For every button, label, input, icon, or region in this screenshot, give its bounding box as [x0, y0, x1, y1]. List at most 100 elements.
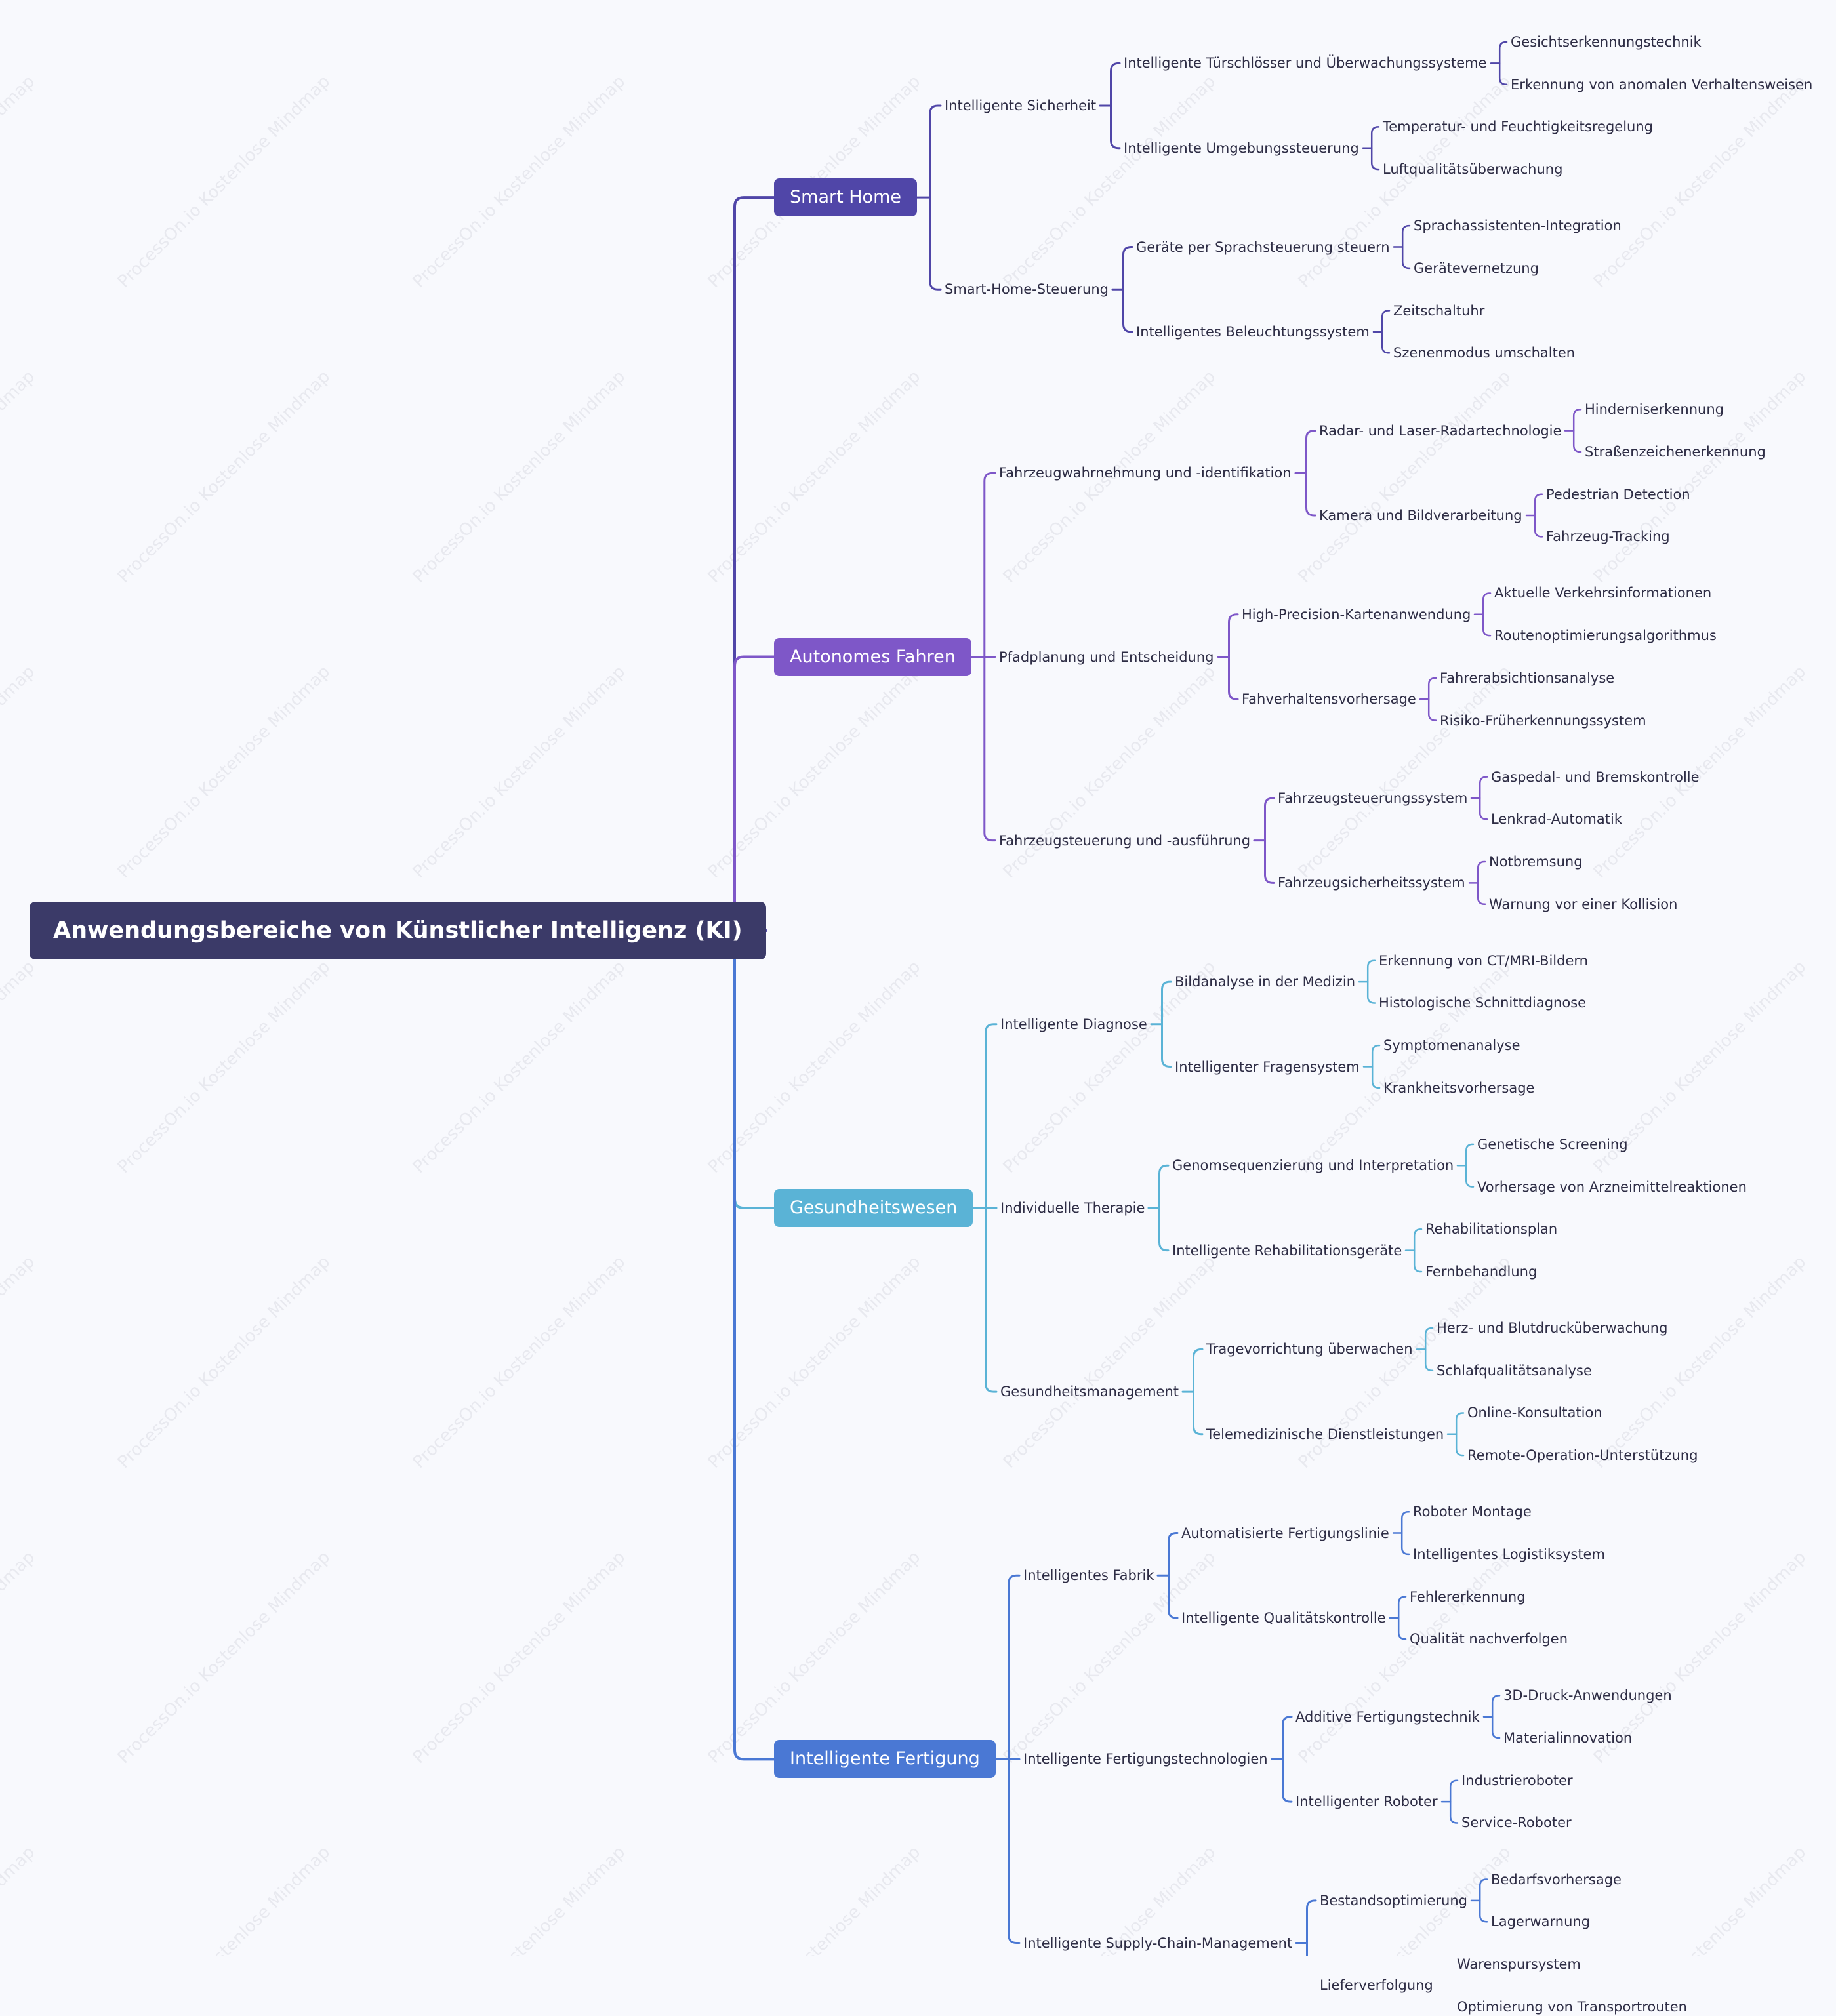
leaf-herz-und-blutdruckuberwachung[interactable]: Herz- und Blutdrucküberwachung	[1437, 1320, 1668, 1337]
node-individuelle-therapie[interactable]: Individuelle Therapie	[1000, 1200, 1145, 1216]
leaf-bedarfsvorhersage[interactable]: Bedarfsvorhersage	[1491, 1871, 1622, 1887]
leaf-roboter-montage[interactable]: Roboter Montage	[1413, 1504, 1532, 1520]
leaf-remote-operation-unterstutzung[interactable]: Remote-Operation-Unterstützung	[1467, 1447, 1698, 1464]
node-high-precision-kartenanwendung[interactable]: High-Precision-Kartenanwendung	[1242, 606, 1471, 622]
leaf-zeitschaltuhr[interactable]: Zeitschaltuhr	[1393, 302, 1485, 319]
leaf-industrieroboter[interactable]: Industrieroboter	[1461, 1772, 1573, 1788]
node-fahrzeugsicherheitssystem[interactable]: Fahrzeugsicherheitssystem	[1278, 875, 1465, 891]
connector-high-precision-kartenanwendung-link-0	[1482, 592, 1492, 616]
connector-intelligenter-fragensystem-link-1	[1371, 1066, 1381, 1089]
connector-automatisierte-fertigungslinie-link-0	[1400, 1510, 1410, 1534]
node-intelligente-fertigungstechnologien[interactable]: Intelligente Fertigungstechnologien	[1023, 1751, 1268, 1767]
connector-tragevorrichtung-uberwachen-link-0	[1424, 1327, 1434, 1350]
branch-autonomes-fahren[interactable]: Autonomes Fahren	[774, 637, 971, 676]
node-fahrzeugsteuerungssystem[interactable]: Fahrzeugsteuerungssystem	[1278, 790, 1468, 806]
leaf-3d-druck-anwendungen[interactable]: 3D-Druck-Anwendungen	[1503, 1687, 1672, 1704]
node-bestandsoptimierung[interactable]: Bestandsoptimierung	[1320, 1892, 1467, 1908]
connector-fahrzeugsteuerung-und-ausfuhrung-link-0	[1264, 797, 1275, 842]
leaf-fehlererkennung[interactable]: Fehlererkennung	[1410, 1588, 1526, 1605]
leaf-gesichtserkennungstechnik[interactable]: Gesichtserkennungstechnik	[1511, 34, 1702, 50]
branch-smart-home[interactable]: Smart Home	[774, 178, 917, 217]
leaf-notbremsung[interactable]: Notbremsung	[1489, 854, 1583, 870]
node-kamera-und-bildverarbeitung[interactable]: Kamera und Bildverarbeitung	[1319, 508, 1522, 524]
connector-fahrzeugwahrnehmung-und-identifikation-link-1	[1305, 472, 1316, 517]
connector-genomsequenzierung-und-interpretation-link-1	[1465, 1165, 1475, 1188]
node-intelligente-supply-chain-management[interactable]: Intelligente Supply-Chain-Management	[1023, 1935, 1293, 1951]
leaf-lenkrad-automatik[interactable]: Lenkrad-Automatik	[1491, 811, 1622, 828]
node-intelligenter-roboter[interactable]: Intelligenter Roboter	[1295, 1794, 1438, 1810]
leaf-vorhersage-von-arzneimittelreaktionen[interactable]: Vorhersage von Arzneimittelreaktionen	[1477, 1179, 1747, 1195]
leaf-temperatur-und-feuchtigkeitsregelung[interactable]: Temperatur- und Feuchtigkeitsregelung	[1383, 119, 1653, 135]
node-gesundheitsmanagement[interactable]: Gesundheitsmanagement	[1000, 1384, 1179, 1400]
node-intelligentes-beleuchtungssystem[interactable]: Intelligentes Beleuchtungssystem	[1136, 323, 1370, 340]
leaf-luftqualitatsuberwachung[interactable]: Luftqualitätsüberwachung	[1383, 161, 1563, 178]
connector-fahrzeugsicherheitssystem-link-0	[1477, 860, 1486, 884]
node-intelligenter-fragensystem[interactable]: Intelligenter Fragensystem	[1175, 1058, 1360, 1075]
leaf-erkennung-von-anomalen-verhaltensweisen[interactable]: Erkennung von anomalen Verhaltensweisen	[1511, 76, 1813, 92]
leaf-materialinnovation[interactable]: Materialinnovation	[1503, 1730, 1633, 1746]
leaf-fahrerabsichtionsanalyse[interactable]: Fahrerabsichtionsanalyse	[1440, 670, 1615, 686]
leaf-risiko-fruherkennungssystem[interactable]: Risiko-Früherkennungssystem	[1440, 712, 1646, 729]
node-intelligente-sicherheit[interactable]: Intelligente Sicherheit	[945, 98, 1097, 114]
node-gerate-per-sprachsteuerung-steuern[interactable]: Geräte per Sprachsteuerung steuern	[1136, 239, 1390, 255]
leaf-hinderniserkennung[interactable]: Hinderniserkennung	[1585, 401, 1724, 418]
leaf-warenspursystem[interactable]: Warenspursystem	[1457, 1956, 1581, 1972]
leaf-qualitat-nachverfolgen[interactable]: Qualität nachverfolgen	[1410, 1631, 1568, 1647]
leaf-optimierung-von-transportrouten[interactable]: Optimierung von Transportrouten	[1457, 1998, 1687, 2015]
node-intelligente-qualitatskontrolle[interactable]: Intelligente Qualitätskontrolle	[1181, 1609, 1386, 1626]
leaf-erkennung-von-ct-mri-bildern[interactable]: Erkennung von CT/MRI-Bildern	[1379, 952, 1588, 969]
node-lieferverfolgung[interactable]: Lieferverfolgung	[1320, 1977, 1433, 1994]
leaf-online-konsultation[interactable]: Online-Konsultation	[1467, 1405, 1602, 1421]
connector-telemedizinische-dienstleistungen-link-0	[1455, 1412, 1465, 1436]
leaf-intelligentes-logistiksystem[interactable]: Intelligentes Logistiksystem	[1413, 1546, 1605, 1562]
branch-gesundheitswesen[interactable]: Gesundheitswesen	[774, 1188, 973, 1227]
connector-intelligente-diagnose-link-1	[1161, 1023, 1172, 1068]
leaf-genetische-screening[interactable]: Genetische Screening	[1477, 1136, 1628, 1152]
leaf-schlafqualitatsanalyse[interactable]: Schlafqualitätsanalyse	[1437, 1362, 1592, 1379]
leaf-routenoptimierungsalgorithmus[interactable]: Routenoptimierungsalgorithmus	[1494, 628, 1717, 644]
node-fahrzeugsteuerung-und-ausfuhrung[interactable]: Fahrzeugsteuerung und -ausführung	[999, 832, 1251, 849]
node-intelligentes-fabrik[interactable]: Intelligentes Fabrik	[1023, 1567, 1154, 1584]
leaf-krankheitsvorhersage[interactable]: Krankheitsvorhersage	[1383, 1079, 1535, 1096]
leaf-symptomenanalyse[interactable]: Symptomenanalyse	[1383, 1038, 1520, 1054]
leaf-rehabilitationsplan[interactable]: Rehabilitationsplan	[1425, 1221, 1558, 1238]
leaf-szenenmodus-umschalten[interactable]: Szenenmodus umschalten	[1393, 345, 1576, 361]
connector-gerate-per-sprachsteuerung-steuern-link-0	[1401, 224, 1411, 248]
leaf-fernbehandlung[interactable]: Fernbehandlung	[1425, 1264, 1538, 1280]
connector-bestandsoptimierung-link-0	[1479, 1878, 1488, 1902]
leaf-warnung-vor-einer-kollision[interactable]: Warnung vor einer Kollision	[1489, 896, 1678, 912]
node-fahverhaltensvorhersage[interactable]: Fahverhaltensvorhersage	[1242, 691, 1416, 708]
connector-gesundheitsmanagement-link-1	[1193, 1390, 1204, 1436]
node-bildanalyse-in-der-medizin[interactable]: Bildanalyse in der Medizin	[1175, 974, 1355, 990]
node-intelligente-diagnose[interactable]: Intelligente Diagnose	[1000, 1016, 1147, 1032]
leaf-gaspedal-und-bremskontrolle[interactable]: Gaspedal- und Bremskontrolle	[1491, 769, 1700, 785]
node-intelligente-umgebungssteuerung[interactable]: Intelligente Umgebungssteuerung	[1124, 140, 1359, 156]
node-intelligente-turschlosser-und-uberwachungssysteme[interactable]: Intelligente Türschlösser und Überwachun…	[1124, 55, 1487, 71]
node-smart-home-steuerung[interactable]: Smart-Home-Steuerung	[945, 281, 1109, 298]
node-radar-und-laser-radartechnologie[interactable]: Radar- und Laser-Radartechnologie	[1319, 422, 1562, 439]
leaf-pedestrian-detection[interactable]: Pedestrian Detection	[1546, 486, 1690, 502]
root-node[interactable]: Anwendungsbereiche von Künstlicher Intel…	[30, 902, 766, 959]
branch-intelligente-fertigung[interactable]: Intelligente Fertigung	[774, 1740, 996, 1779]
node-intelligente-rehabilitationsgerate[interactable]: Intelligente Rehabilitationsgeräte	[1172, 1242, 1402, 1259]
connector-intelligenter-roboter-link-1	[1449, 1800, 1459, 1824]
node-pfadplanung-und-entscheidung[interactable]: Pfadplanung und Entscheidung	[999, 649, 1214, 665]
connector-intelligente-fertigungstechnologien-link-1	[1282, 1758, 1293, 1803]
leaf-strassenzeichenerkennung[interactable]: Straßenzeichenerkennung	[1585, 444, 1766, 460]
node-tragevorrichtung-uberwachen[interactable]: Tragevorrichtung überwachen	[1206, 1341, 1413, 1358]
leaf-sprachassistenten-integration[interactable]: Sprachassistenten-Integration	[1414, 218, 1622, 234]
leaf-geratevernetzung[interactable]: Gerätevernetzung	[1414, 260, 1539, 276]
connector-intelligente-diagnose-link-0	[1161, 980, 1172, 1026]
connector-intelligente-sicherheit-link-1	[1110, 104, 1121, 150]
leaf-lagerwarnung[interactable]: Lagerwarnung	[1491, 1914, 1591, 1930]
node-additive-fertigungstechnik[interactable]: Additive Fertigungstechnik	[1295, 1708, 1480, 1725]
leaf-service-roboter[interactable]: Service-Roboter	[1461, 1815, 1572, 1831]
node-fahrzeugwahrnehmung-und-identifikation[interactable]: Fahrzeugwahrnehmung und -identifikation	[999, 465, 1292, 481]
node-automatisierte-fertigungslinie[interactable]: Automatisierte Fertigungslinie	[1181, 1525, 1389, 1541]
connector-individuelle-therapie-link-1	[1158, 1207, 1170, 1252]
leaf-histologische-schnittdiagnose[interactable]: Histologische Schnittdiagnose	[1379, 995, 1587, 1011]
node-genomsequenzierung-und-interpretation[interactable]: Genomsequenzierung und Interpretation	[1172, 1158, 1454, 1174]
node-telemedizinische-dienstleistungen[interactable]: Telemedizinische Dienstleistungen	[1206, 1426, 1444, 1442]
leaf-aktuelle-verkehrsinformationen[interactable]: Aktuelle Verkehrsinformationen	[1494, 585, 1712, 601]
leaf-fahrzeug-tracking[interactable]: Fahrzeug-Tracking	[1546, 529, 1670, 545]
